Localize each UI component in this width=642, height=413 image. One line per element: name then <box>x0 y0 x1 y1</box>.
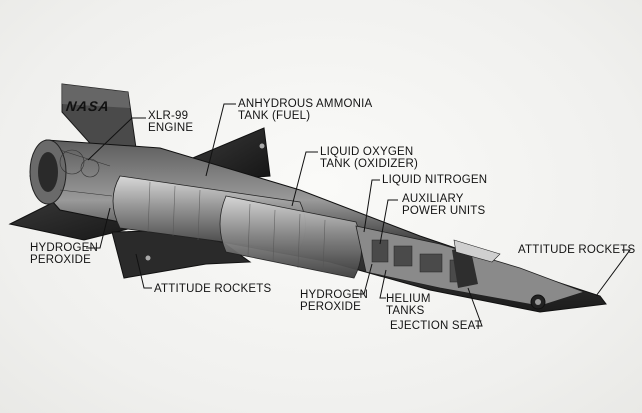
label-line: HELIUM <box>386 293 431 305</box>
label-lox-tank: LIQUID OXYGEN TANK (OXIDIZER) <box>320 146 418 170</box>
leader-ejection <box>467 287 483 327</box>
label-line: LIQUID NITROGEN <box>382 174 488 186</box>
label-line: LIQUID OXYGEN <box>320 146 414 158</box>
leader-attitude-nose <box>595 249 631 297</box>
leader-xlr99 <box>87 117 146 161</box>
label-line: POWER UNITS <box>402 205 486 217</box>
label-line: ENGINE <box>148 122 194 134</box>
label-line: HYDROGEN <box>30 242 99 254</box>
leader-apu <box>379 199 398 245</box>
label-ammonia-tank: ANHYDROUS AMMONIA TANK (FUEL) <box>238 98 372 122</box>
label-hydrogen-peroxide-left: HYDROGEN PEROXIDE <box>30 242 98 266</box>
leader-lines <box>86 103 631 327</box>
label-line: TANK (OXIDIZER) <box>320 158 418 170</box>
leader-helium <box>379 269 387 299</box>
label-line: EJECTION SEAT <box>390 320 482 332</box>
label-line: HYDROGEN <box>300 289 369 301</box>
label-attitude-rockets-nose: ATTITUDE ROCKETS <box>518 244 635 256</box>
leader-lox <box>291 151 318 207</box>
label-helium-tanks: HELIUM TANKS <box>386 293 431 317</box>
label-ejection-seat: EJECTION SEAT <box>390 320 482 332</box>
canopy <box>453 239 501 263</box>
label-xlr99-engine: XLR-99 ENGINE <box>148 110 193 134</box>
label-line: TANKS <box>386 305 425 317</box>
label-hydrogen-peroxide-center: HYDROGEN PEROXIDE <box>300 289 368 313</box>
label-line: ATTITUDE ROCKETS <box>154 283 272 295</box>
label-line: TANK (FUEL) <box>238 110 311 122</box>
label-auxiliary-power-units: AUXILIARY POWER UNITS <box>402 193 485 217</box>
label-line: PEROXIDE <box>300 301 362 313</box>
label-line: PEROXIDE <box>30 254 92 266</box>
label-line: XLR-99 <box>148 110 189 122</box>
leader-ammonia <box>205 103 236 177</box>
label-liquid-nitrogen: LIQUID NITROGEN <box>382 174 487 186</box>
leader-h2o2-center <box>356 263 373 295</box>
leader-attitude-mid <box>135 253 152 289</box>
label-line: ATTITUDE ROCKETS <box>518 244 636 256</box>
leader-nitrogen <box>363 179 380 233</box>
label-line: ANHYDROUS AMMONIA <box>238 98 373 110</box>
nasa-logo: NASA <box>65 98 111 114</box>
leader-h2o2-left <box>86 207 111 249</box>
label-line: AUXILIARY <box>402 193 464 205</box>
label-attitude-rockets-mid: ATTITUDE ROCKETS <box>154 283 271 295</box>
